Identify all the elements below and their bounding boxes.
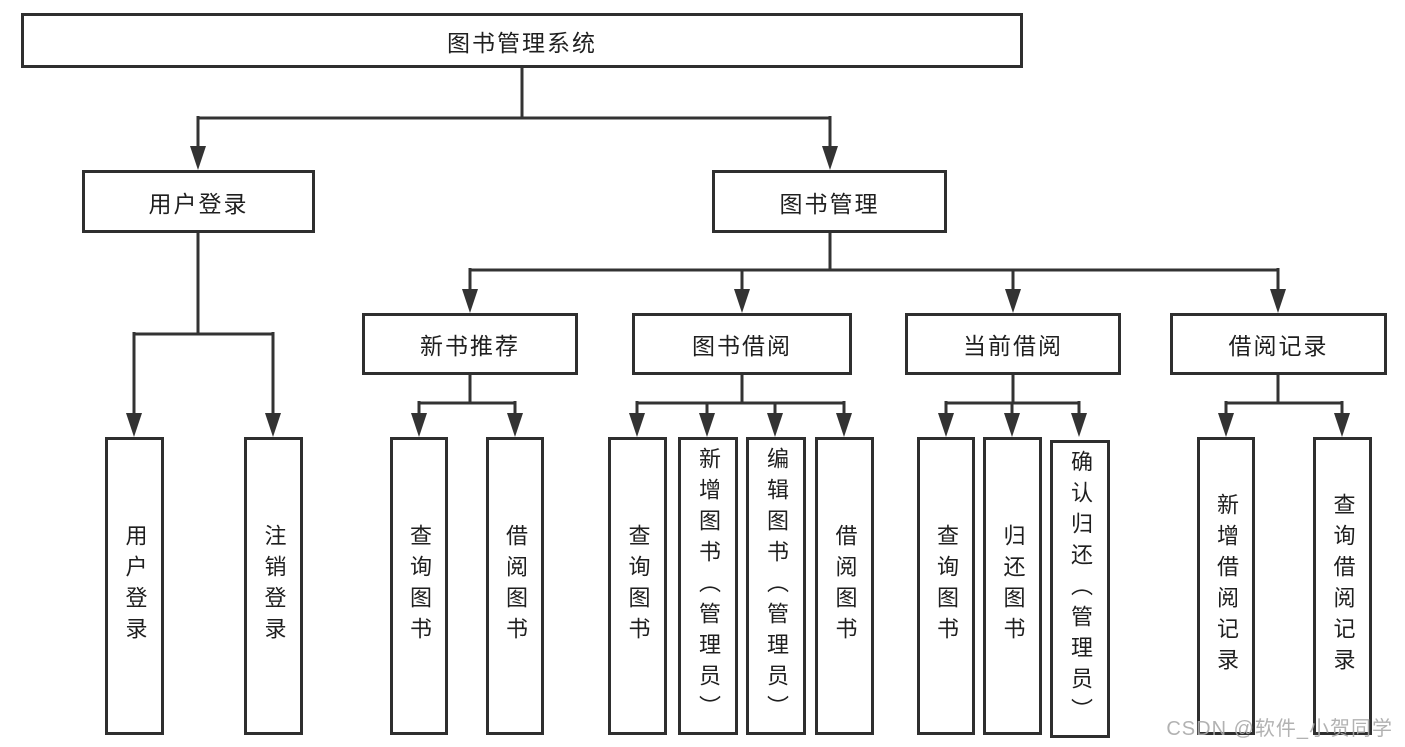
node-label: 新书推荐 xyxy=(420,333,520,359)
node-book-management: 图书管理 xyxy=(712,170,947,233)
node-label: 图书管理系统 xyxy=(447,29,597,56)
leaf-logout-login: 注销登录 xyxy=(244,437,303,735)
node-label: 查询图书 xyxy=(934,524,959,648)
leaf-borrow-borrow-book: 借阅图书 xyxy=(815,437,874,735)
node-label: 查询借阅记录 xyxy=(1330,493,1356,679)
arrowhead xyxy=(629,413,645,437)
arrowhead xyxy=(767,413,783,437)
node-label: 注销登录 xyxy=(261,524,287,648)
node-label: 确认归还（管理员） xyxy=(1068,449,1093,729)
arrowhead xyxy=(836,413,852,437)
node-label: 新增图书（管理员） xyxy=(696,446,721,726)
leaf-borrow-add-book-admin: 新增图书（管理员） xyxy=(678,437,738,735)
node-label: 归还图书 xyxy=(1000,524,1026,648)
node-label: 图书借阅 xyxy=(692,333,792,359)
node-borrow-record: 借阅记录 xyxy=(1170,313,1387,375)
connector-lines xyxy=(132,68,1344,416)
node-label: 编辑图书（管理员） xyxy=(764,446,789,726)
arrowhead xyxy=(507,413,523,437)
node-label: 图书管理 xyxy=(779,190,880,217)
node-current-borrow: 当前借阅 xyxy=(905,313,1121,375)
leaf-current-return-book: 归还图书 xyxy=(983,437,1042,735)
leaf-record-add-borrow-record: 新增借阅记录 xyxy=(1197,437,1255,735)
leaf-borrow-edit-book-admin: 编辑图书（管理员） xyxy=(746,437,806,735)
node-label: 借阅记录 xyxy=(1228,333,1329,359)
arrowhead xyxy=(126,413,142,437)
arrowhead xyxy=(1005,289,1021,313)
node-label: 新增借阅记录 xyxy=(1214,493,1239,679)
arrowhead xyxy=(190,146,206,170)
arrowhead xyxy=(734,289,750,313)
arrowhead xyxy=(699,413,715,437)
node-label: 用户登录 xyxy=(122,524,148,648)
arrowhead xyxy=(938,413,954,437)
arrowhead xyxy=(411,413,427,437)
arrowhead xyxy=(1218,413,1234,437)
arrowhead xyxy=(462,289,478,313)
leaf-current-query-book: 查询图书 xyxy=(917,437,975,735)
node-label: 查询图书 xyxy=(625,524,651,648)
arrowhead xyxy=(1334,413,1350,437)
arrowhead xyxy=(1071,413,1087,437)
node-book-borrow: 图书借阅 xyxy=(632,313,852,375)
leaf-user-login: 用户登录 xyxy=(105,437,164,735)
csdn-watermark: CSDN @软件_小贺同学 xyxy=(1166,718,1393,740)
leaf-current-confirm-return-admin: 确认归还（管理员） xyxy=(1050,440,1110,738)
leaf-recommend-borrow-book: 借阅图书 xyxy=(486,437,544,735)
node-label: 借阅图书 xyxy=(832,524,858,648)
node-label: 当前借阅 xyxy=(963,333,1063,359)
node-label: 用户登录 xyxy=(148,190,249,217)
leaf-record-query-borrow-record: 查询借阅记录 xyxy=(1313,437,1372,735)
node-user-login: 用户登录 xyxy=(82,170,315,233)
node-new-book-recommend: 新书推荐 xyxy=(362,313,578,375)
node-label: 查询图书 xyxy=(407,524,432,648)
leaf-recommend-query-book: 查询图书 xyxy=(390,437,448,735)
arrowhead xyxy=(265,413,281,437)
node-library-management-system: 图书管理系统 xyxy=(21,13,1023,68)
leaf-borrow-query-book: 查询图书 xyxy=(608,437,667,735)
node-label: 借阅图书 xyxy=(503,524,528,648)
arrowheads xyxy=(126,146,1350,437)
arrowhead xyxy=(1004,413,1020,437)
arrowhead xyxy=(822,146,838,170)
arrowhead xyxy=(1270,289,1286,313)
